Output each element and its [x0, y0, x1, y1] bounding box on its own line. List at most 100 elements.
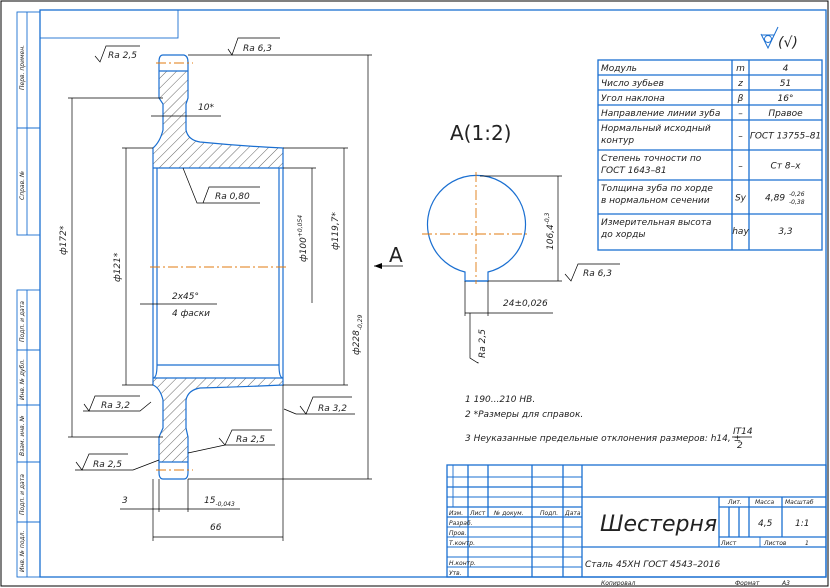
scale-value: 1:1: [795, 519, 809, 529]
param-row: Модуль m 4: [601, 64, 789, 74]
general-roughness: (√): [760, 26, 798, 51]
param-label: до хорды: [600, 230, 645, 240]
dim-d172: ф172*: [59, 225, 69, 255]
note-3-fraction-den: 2: [737, 441, 743, 451]
roughness-rest-symbol: (√): [778, 35, 798, 51]
sheets-count: 1: [805, 540, 809, 547]
note-3-fraction-num: IT14: [733, 427, 753, 437]
col-date: Дата: [564, 510, 581, 517]
section-title: A(1:2): [450, 121, 511, 145]
technical-notes: 1 190...210 HB. 2 *Размеры для справок. …: [465, 395, 753, 451]
gear-section-view: [150, 54, 288, 480]
param-label: Толщина зуба по хорде: [601, 184, 713, 194]
roughness-section-63: Ra 6,3: [583, 269, 612, 279]
param-label: контур: [601, 136, 634, 146]
param-symbol: m: [736, 64, 745, 74]
param-upper-tolerance: -0,26: [789, 191, 805, 198]
scale-label: Масштаб: [785, 499, 814, 506]
title-block: Изм. Лист № докум. Подп. Дата Разраб. Пр…: [446, 464, 827, 587]
section-view-label: A: [389, 243, 403, 267]
param-label: Направление линии зуба: [601, 109, 720, 119]
dim-d119: ф119,7*: [331, 212, 341, 250]
sheet-label: Лист: [720, 540, 737, 547]
section-a-view: A(1:2) A 106,4-0,3 24±0,026: [374, 121, 562, 316]
param-value: 4: [783, 64, 789, 74]
param-symbol: –: [738, 132, 743, 142]
param-row: Направление линии зуба – Правое: [601, 109, 803, 119]
copied-label: Копировал: [601, 580, 635, 587]
note-1: 1 190...210 HB.: [465, 395, 535, 405]
format-label: Формат: [735, 580, 760, 587]
stamp-dup-inv: Инв. № дубл.: [19, 359, 26, 400]
param-value: Правое: [768, 109, 803, 119]
param-value: ГОСТ 13755–81: [750, 132, 821, 142]
role-checker: Пров.: [449, 530, 467, 537]
roughness-right-25: Ra 2,5: [236, 435, 265, 445]
side-stamps: Перв. примен. Справ. № Подп. и дата Инв.…: [16, 11, 41, 578]
stamp-first-use: Перв. примен.: [19, 45, 26, 90]
param-symbol: z: [737, 79, 743, 89]
param-label: в нормальном сечении: [601, 196, 710, 206]
section-height-dim: 106,4-0,3: [544, 212, 556, 250]
role-approved: Утв.: [449, 570, 462, 577]
dim-d121: ф121*: [113, 252, 123, 282]
dim-d100: ф100+0,054: [297, 215, 309, 262]
format-value: A3: [781, 580, 790, 587]
roughness-top: Ra 6,3: [243, 44, 272, 54]
param-symbol: Sy: [735, 194, 747, 204]
dim-w3: 3: [122, 496, 128, 506]
drawing-frame: [39, 9, 827, 578]
dim-chamfer-count: 4 фаски: [172, 309, 210, 319]
param-value: 51: [780, 79, 791, 89]
roughness-bore: Ra 0,80: [215, 192, 250, 202]
stamp-orig-inv: Инв. № подл.: [19, 531, 26, 572]
stamp-sign-date-1: Подп. и дата: [19, 301, 26, 342]
param-row: Нормальный исходный контур –ГОСТ 13755–81: [601, 124, 821, 146]
col-change: Изм.: [449, 510, 463, 517]
param-label: Угол наклона: [601, 94, 665, 104]
dimensions: ф172* ф121* ф100+0,054 ф119,7* ф228-0,29…: [59, 54, 372, 541]
param-value: 16°: [778, 94, 794, 104]
col-sheet: Лист: [469, 510, 486, 517]
roughness-left-32: Ra 3,2: [101, 401, 130, 411]
mass-label: Масса: [755, 499, 774, 506]
dim-d228: ф228-0,29: [352, 314, 364, 355]
col-doc-no: № докум.: [493, 510, 524, 517]
sheets-label: Листов: [763, 540, 787, 547]
param-label: Нормальный исходный: [601, 124, 711, 134]
param-lower-tolerance: -0,38: [789, 199, 805, 206]
roughness-top-left: Ra 2,5: [108, 51, 137, 61]
param-label: Модуль: [601, 64, 637, 74]
param-symbol: β: [737, 94, 744, 104]
mass-value: 4,5: [758, 519, 773, 529]
role-norm-control: Н.контр.: [449, 560, 476, 567]
param-value: Ст 8–х: [771, 162, 802, 172]
param-symbol: –: [738, 162, 743, 172]
param-value: 4,89: [765, 194, 785, 204]
part-name: Шестерня: [600, 512, 717, 537]
param-label: ГОСТ 1643–81: [601, 166, 667, 176]
stamp-sign-date-2: Подп. и дата: [19, 474, 26, 515]
dim-w66: 66: [210, 523, 222, 533]
stamp-reference-no: Справ. №: [19, 171, 26, 200]
param-row: Толщина зуба по хорде в нормальном сечени…: [601, 184, 805, 206]
roughness-section-25: Ra 2,5: [478, 329, 488, 358]
section-key-width: 24±0,026: [503, 299, 548, 309]
role-tech-control: Т.контр.: [449, 540, 475, 547]
dim-w15: 15-0,043: [204, 496, 235, 508]
note-3: 3 Неуказанные предельные отклонения разм…: [465, 434, 741, 444]
param-symbol: –: [738, 109, 743, 119]
roughness-right-32: Ra 3,2: [318, 404, 347, 414]
col-sign: Подп.: [540, 510, 558, 517]
stamp-replace-inv: Взам. инв. №: [19, 415, 26, 456]
param-label: Число зубьев: [601, 79, 664, 89]
role-developer: Разраб.: [449, 520, 473, 527]
param-row: Число зубьев z 51: [601, 79, 791, 89]
material: Сталь 45ХН ГОСТ 4543–2016: [585, 560, 721, 570]
param-value: 3,3: [778, 227, 793, 237]
